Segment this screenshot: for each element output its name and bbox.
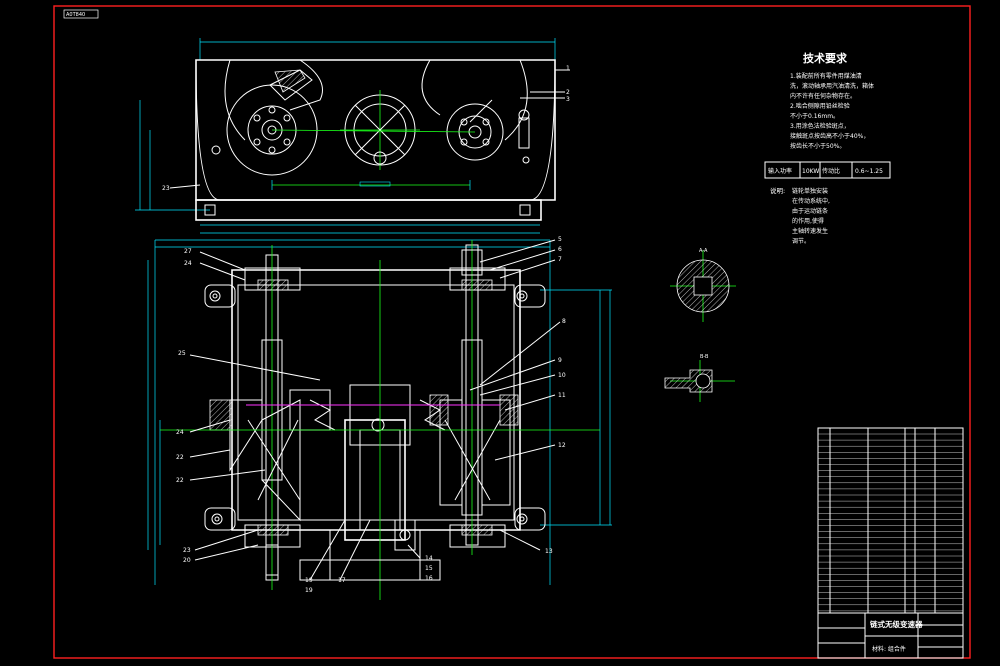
tech-note-8: 按齿长不小于50%。 (790, 142, 845, 150)
tech-note-7: 接触斑点按齿高不小于40%， (790, 132, 869, 140)
balloon-24: 24 (184, 260, 192, 267)
balloon-19b: 19 (305, 587, 313, 594)
section-label-a: A-A (699, 248, 708, 254)
tech-note-1: 1.装配前所有零件用煤油清 (790, 72, 862, 80)
param-table: 输入功率 10KW 传动比 0.6~1.25 (764, 161, 891, 179)
plan-view (147, 239, 612, 600)
notes-line-6: 调节。 (792, 237, 810, 245)
param-ratio-value: 0.6~1.25 (855, 168, 883, 175)
parts-list (817, 427, 964, 614)
param-power-value: 10KW (802, 168, 819, 175)
tech-title: 技术要求 (803, 51, 848, 65)
balloon-7: 7 (558, 256, 562, 263)
balloon-22b: 22 (176, 477, 184, 484)
balloon-22: 22 (176, 454, 184, 461)
notes-label: 说明: (770, 186, 785, 195)
balloon-13: 13 (545, 548, 553, 555)
balloon-6: 6 (558, 246, 562, 253)
notes-lines: 链轮单独安装 在传动系统中, 由于运动链条 的作用,使得 主轴转速发生 调节。 (792, 187, 830, 245)
balloon-20: 20 (183, 557, 191, 564)
balloon-17: 17 (338, 577, 346, 584)
tech-note-3: 内不许有任何杂物存在。 (790, 92, 856, 100)
balloon-27: 27 (184, 248, 192, 255)
section-b-b (664, 360, 735, 402)
balloon-24b: 24 (176, 429, 184, 436)
title-block-title: 链式无级变速器 (870, 619, 923, 629)
balloon-19: 19 (305, 577, 313, 584)
balloon-12: 12 (558, 442, 566, 449)
balloon-2: 2 (566, 89, 570, 96)
balloon-3: 3 (566, 96, 570, 103)
balloon-1: 1 (566, 65, 570, 72)
notes-line-5: 主轴转速发生 (792, 227, 828, 235)
balloon-11: 11 (558, 392, 566, 399)
section-a-a (670, 250, 736, 322)
tech-notes: 1.装配前所有零件用煤油清 洗，滚动轴承用汽油清洗，箱体 内不许有任何杂物存在。… (790, 72, 874, 150)
balloon-25: 25 (178, 350, 186, 357)
drawing-border (53, 5, 971, 659)
notes-line-4: 的作用,使得 (792, 217, 824, 225)
balloon-5: 5 (558, 236, 562, 243)
balloon-14: 14 (425, 555, 433, 562)
title-block: 链式无级变速器 材料: 组合件 (817, 612, 964, 659)
notes-line-3: 由于运动链条 (792, 207, 828, 215)
notes-line-2: 在传动系统中, (792, 197, 830, 205)
balloon-23-top: 23 (162, 185, 170, 192)
tech-note-2: 洗，滚动轴承用汽油清洗，箱体 (790, 82, 874, 90)
balloon-16: 16 (425, 575, 433, 582)
tech-note-6: 3.用涂色法检验斑点， (790, 122, 850, 130)
section-label-b: B-B (700, 354, 709, 360)
param-ratio-label: 传动比 (822, 167, 840, 175)
balloon-9: 9 (558, 357, 562, 364)
balloon-8: 8 (562, 318, 566, 325)
balloon-10: 10 (558, 372, 566, 379)
tech-note-5: 不小于0.16mm。 (790, 112, 839, 120)
notes-line-1: 链轮单独安装 (792, 187, 828, 195)
param-power-label: 输入功率 (768, 167, 792, 175)
frame-tag: A0T840 (66, 12, 85, 18)
frame-tag-box (63, 9, 99, 19)
balloon-23: 23 (183, 547, 191, 554)
top-view (135, 38, 570, 234)
title-block-material: 材料: 组合件 (872, 645, 906, 653)
tech-note-4: 2.啮合侧隙用铅丝检验 (790, 102, 850, 110)
balloon-15: 15 (425, 565, 433, 572)
